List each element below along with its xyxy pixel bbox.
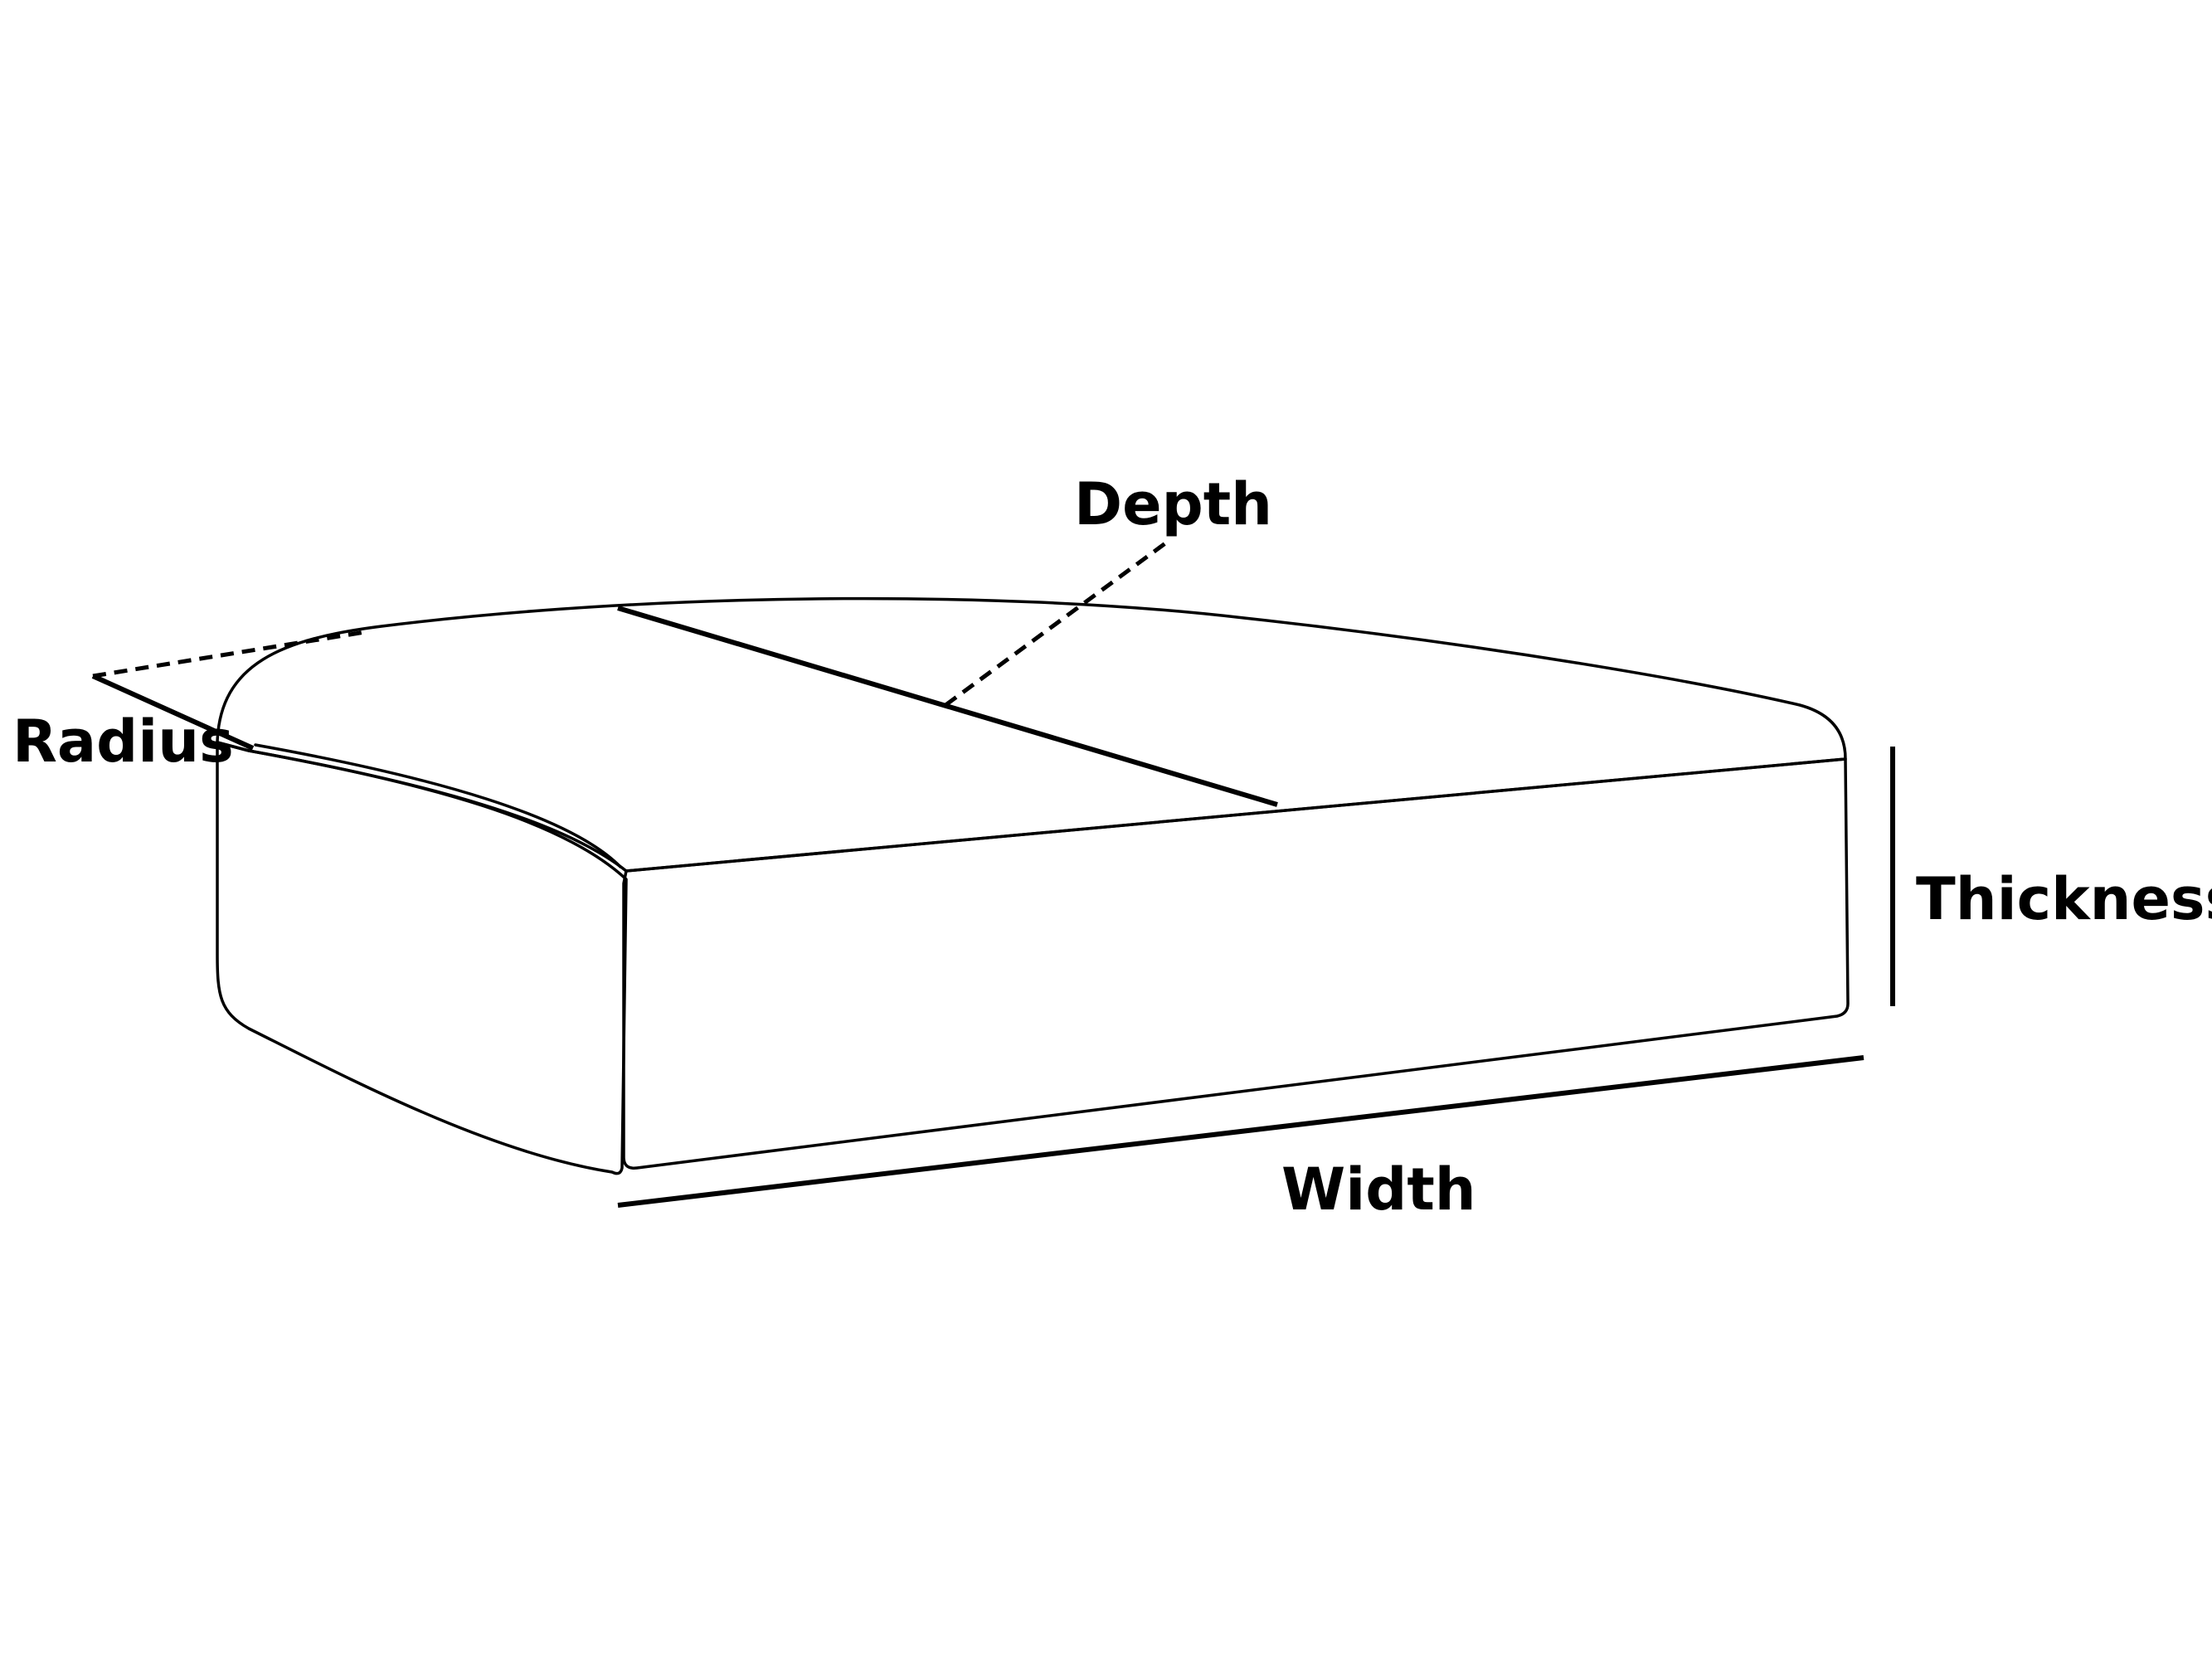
cushion-front-face bbox=[622, 757, 1850, 1170]
depth-dimension-line bbox=[617, 606, 1278, 807]
depth-leader-line bbox=[944, 541, 1167, 708]
cushion-top-surface bbox=[216, 596, 1847, 873]
cushion-radius-edge-line bbox=[254, 743, 622, 868]
width-label: Width bbox=[1281, 1155, 1476, 1224]
radius-dashed-line bbox=[92, 630, 366, 679]
cushion-radius-side-face bbox=[216, 741, 628, 1175]
radius-solid-line bbox=[91, 674, 255, 751]
radius-label: Radius bbox=[12, 708, 234, 776]
width-dimension-line bbox=[617, 1055, 1864, 1208]
thickness-label: Thickness bbox=[1916, 865, 2212, 933]
depth-label: Depth bbox=[1074, 470, 1272, 538]
